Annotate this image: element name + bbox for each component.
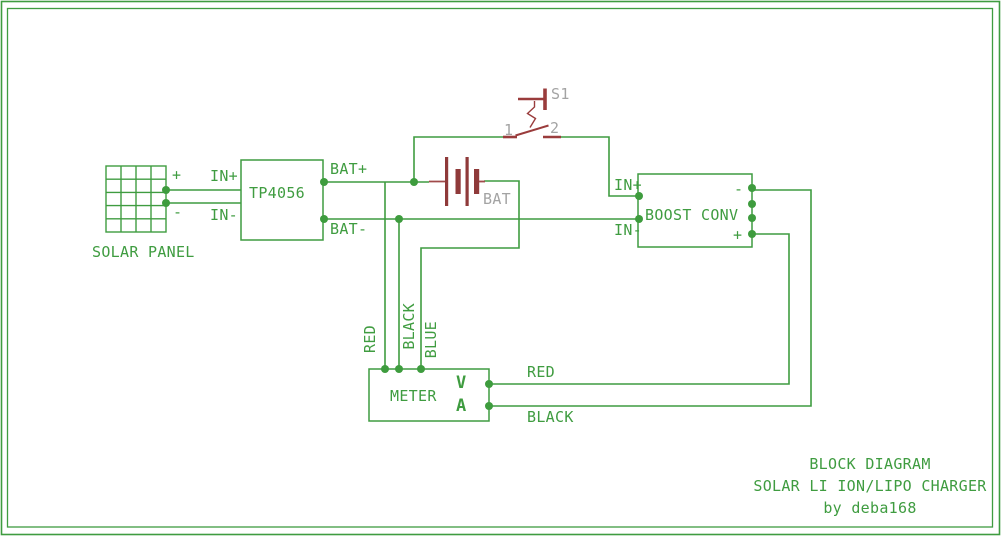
boost-out-minus-label: - — [734, 180, 744, 198]
tp4056-box — [240, 159, 324, 241]
black-wire-horizontal-label: BLACK — [527, 408, 574, 426]
switch-contact1-label: 1 — [504, 121, 514, 139]
meter-amp-label: A — [456, 396, 467, 416]
boost-in-plus-label: IN+ — [614, 176, 642, 194]
title-line1: BLOCK DIAGRAM — [809, 455, 931, 473]
title-line2: SOLAR LI ION/LIPO CHARGER — [753, 477, 987, 495]
boost-conv-label: BOOST CONV — [645, 206, 739, 224]
switch-contact2-label: 2 — [550, 119, 560, 137]
boost-in-minus-label: IN- — [614, 221, 642, 239]
wire-switch-to-boost — [561, 136, 638, 197]
red-wire-horizontal-label: RED — [527, 363, 555, 381]
wire-meter-blue — [420, 180, 520, 369]
inner-border — [6, 7, 994, 528]
black-wire-vertical-label: BLACK — [400, 303, 418, 350]
solar-minus-label: - — [173, 203, 183, 221]
tp4056-in-plus-label: IN+ — [210, 167, 238, 185]
solar-panel-label: SOLAR PANEL — [92, 243, 195, 261]
junction-dots — [162, 178, 756, 410]
meter-label: METER — [390, 387, 437, 405]
wires — [166, 136, 812, 407]
battery-symbol — [429, 157, 485, 206]
tp4056-label: TP4056 — [249, 184, 305, 202]
switch-s1-symbol — [503, 88, 561, 139]
red-wire-vertical-label: RED — [361, 325, 379, 353]
solar-panel-symbol — [105, 165, 167, 233]
wire-boost-plus-out — [489, 233, 790, 385]
solar-plus-label: + — [172, 166, 182, 184]
wire-to-switch — [413, 136, 503, 182]
switch-name-label: S1 — [551, 85, 570, 103]
meter-volt-label: V — [456, 373, 467, 393]
bat-plus-label: BAT+ — [330, 160, 368, 178]
blue-wire-vertical-label: BLUE — [422, 321, 440, 359]
tp4056-in-minus-label: IN- — [210, 206, 238, 224]
title-block: BLOCK DIAGRAM SOLAR LI ION/LIPO CHARGER … — [748, 453, 992, 519]
meter-box — [368, 368, 490, 422]
wire-boost-minus-out — [489, 189, 812, 407]
title-line3: by deba168 — [823, 499, 917, 517]
bat-minus-label: BAT- — [330, 220, 368, 238]
battery-label: BAT — [483, 190, 511, 208]
boost-out-plus-label: + — [733, 226, 743, 244]
boost-conv-box — [637, 173, 753, 248]
